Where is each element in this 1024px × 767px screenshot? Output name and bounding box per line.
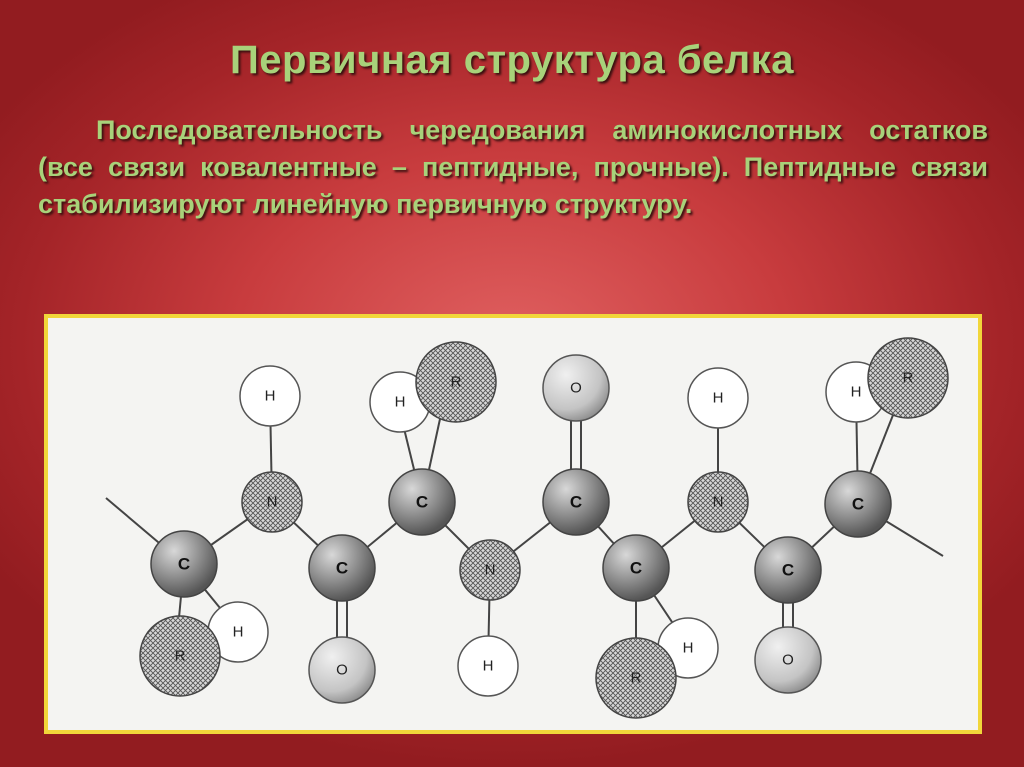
svg-text:C: C	[852, 495, 864, 514]
atom-oxygen: O	[308, 636, 376, 704]
atom-carbon: C	[388, 468, 456, 536]
svg-text:N: N	[485, 562, 496, 579]
svg-text:N: N	[713, 494, 724, 511]
radical-group: R	[139, 615, 221, 697]
radical-group: R	[415, 341, 497, 423]
atom-hydrogen: H	[687, 367, 749, 429]
atom-carbon: C	[754, 536, 822, 604]
svg-text:C: C	[630, 559, 642, 578]
atom-oxygen: O	[754, 626, 822, 694]
oxygen-atoms: O O O	[308, 354, 822, 704]
atom-nitrogen: N	[687, 471, 749, 533]
svg-text:O: O	[570, 380, 582, 397]
svg-text:H: H	[713, 390, 724, 407]
svg-text:C: C	[782, 561, 794, 580]
peptide-chain-svg: H H H H H H H O O O R R R R N N N	[105, 337, 949, 719]
atom-carbon: C	[824, 470, 892, 538]
svg-text:O: O	[782, 652, 794, 669]
atom-nitrogen: N	[241, 471, 303, 533]
slide-body-text: Последовательность чередования аминокисл…	[38, 115, 988, 219]
svg-text:C: C	[570, 493, 582, 512]
atom-nitrogen: N	[459, 539, 521, 601]
svg-text:C: C	[416, 493, 428, 512]
svg-text:R: R	[903, 370, 914, 387]
atom-oxygen: O	[542, 354, 610, 422]
atom-carbon: C	[542, 468, 610, 536]
svg-text:H: H	[395, 394, 406, 411]
svg-text:H: H	[683, 640, 694, 657]
radical-groups: R R R R	[139, 337, 949, 719]
svg-text:R: R	[631, 670, 642, 687]
peptide-chain-diagram: H H H H H H H O O O R R R R N N N	[44, 314, 982, 734]
svg-text:H: H	[483, 658, 494, 675]
atom-carbon: C	[150, 530, 218, 598]
carbon-atoms: C C C C C C C	[150, 468, 892, 604]
svg-text:C: C	[336, 559, 348, 578]
svg-text:H: H	[233, 624, 244, 641]
svg-text:N: N	[267, 494, 278, 511]
svg-text:H: H	[265, 388, 276, 405]
svg-text:H: H	[851, 384, 862, 401]
svg-text:R: R	[175, 648, 186, 665]
atom-carbon: C	[602, 534, 670, 602]
atom-carbon: C	[308, 534, 376, 602]
radical-group: R	[595, 637, 677, 719]
atom-hydrogen: H	[239, 365, 301, 427]
svg-text:C: C	[178, 555, 190, 574]
svg-text:R: R	[451, 374, 462, 391]
nitrogen-atoms: N N N	[241, 471, 749, 601]
radical-group: R	[867, 337, 949, 419]
slide-title: Первичная структура белка	[230, 38, 794, 82]
atom-hydrogen: H	[457, 635, 519, 697]
svg-text:O: O	[336, 662, 348, 679]
